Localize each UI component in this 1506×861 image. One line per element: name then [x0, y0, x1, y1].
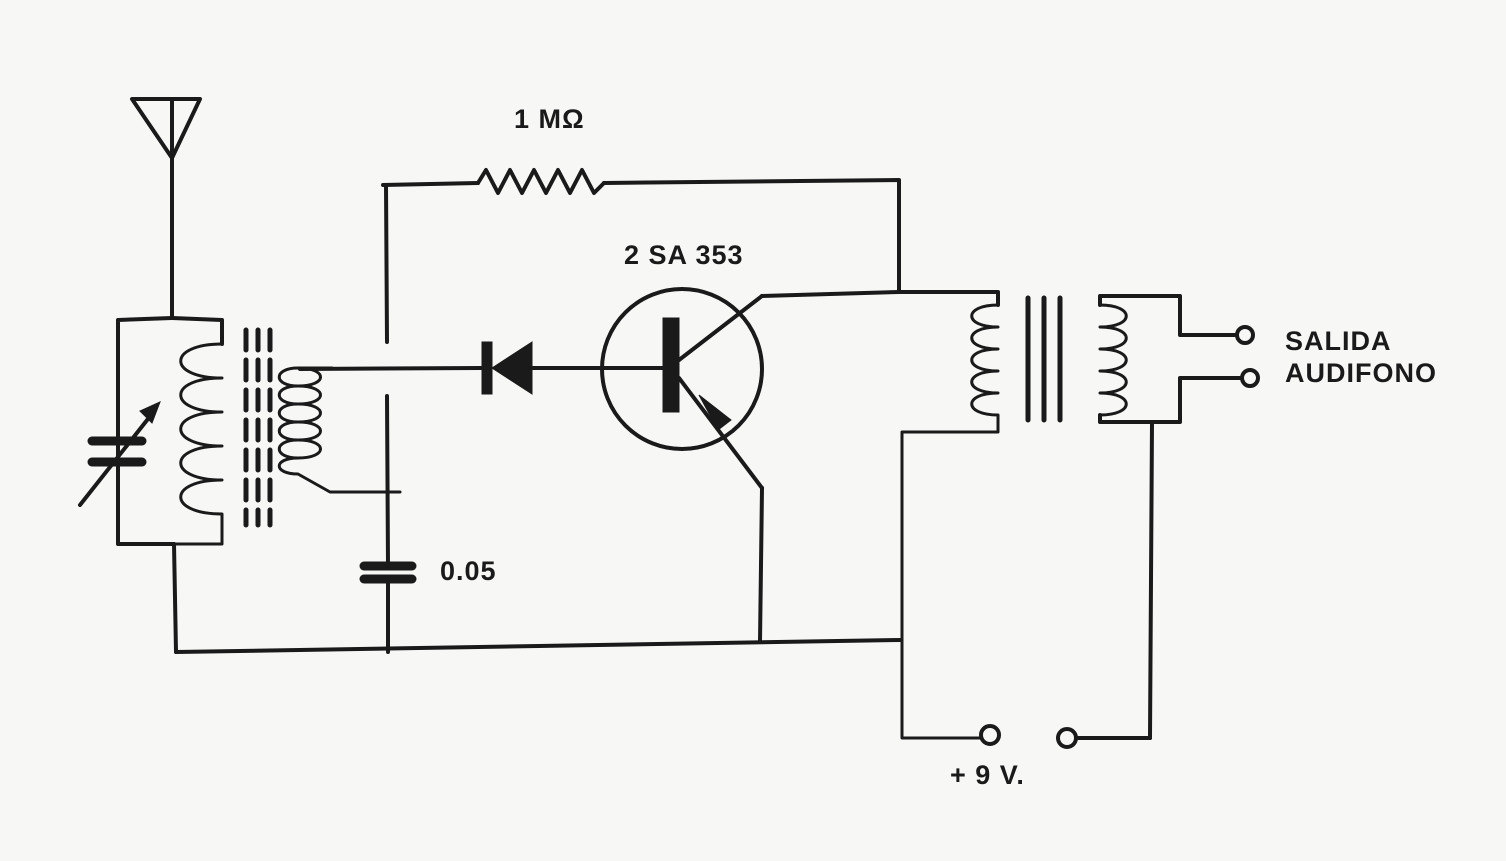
capacitor-label: 0.05: [440, 556, 497, 586]
tuning-circuit: [116, 316, 224, 546]
battery-terminals: [979, 724, 1078, 749]
output-label-line1: SALIDA: [1285, 326, 1392, 356]
antenna-symbol: [130, 97, 202, 320]
secondary-coil: [277, 366, 402, 494]
ferrite-core: [243, 327, 273, 528]
ground-bus: [172, 542, 902, 654]
output-label-line2: AUDIFONO: [1285, 358, 1437, 388]
battery-label: + 9 V.: [950, 760, 1025, 790]
variable-capacitor: [78, 401, 161, 507]
transistor-label: 2 SA 353: [624, 240, 744, 270]
resistor-label: 1 MΩ: [514, 104, 585, 134]
detector-diode: [298, 341, 666, 395]
output-terminals: [1235, 325, 1260, 388]
transistor: [600, 287, 901, 644]
output-transformer: [897, 290, 1247, 740]
bypass-capacitor: [359, 394, 417, 654]
bias-resistor: [381, 168, 901, 344]
